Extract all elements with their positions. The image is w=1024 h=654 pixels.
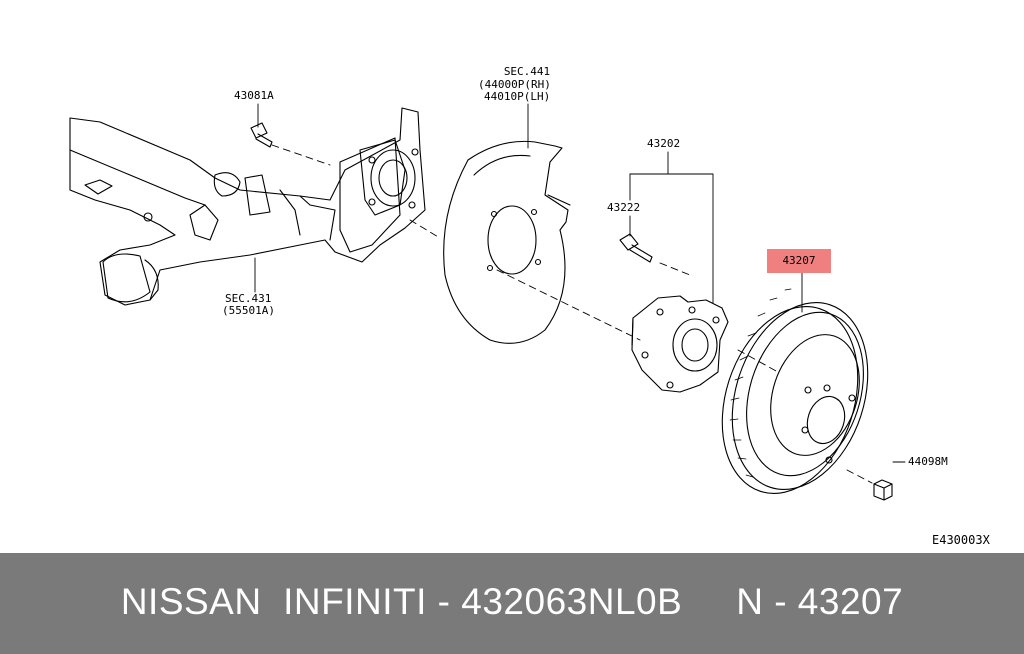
nut-44098m xyxy=(873,479,893,501)
brake-rotor-43207 xyxy=(721,288,869,494)
footer-part-numbers: NISSAN INFINITI - 432063NL0B N - 43207 xyxy=(120,581,904,622)
leader-lines xyxy=(254,103,906,463)
label-44098m: 44098M xyxy=(908,455,948,468)
label-43222: 43222 xyxy=(607,201,641,214)
label-sec431-sub: (55501A) xyxy=(222,304,275,317)
label-sec441-rh: (44000P(RH) xyxy=(478,78,551,91)
exploded-view-drawing xyxy=(69,103,906,501)
label-sec441-title: SEC.441 xyxy=(503,65,551,78)
bolt-43222 xyxy=(619,233,653,263)
parts-diagram: SEC.441 (44000P(RH) 44010P(LH) 43081A 43… xyxy=(69,65,990,547)
hub-bearing-43202 xyxy=(631,295,729,393)
label-sec441-lh: 44010P(LH) xyxy=(484,90,551,103)
diagram-code: E430003X xyxy=(932,533,990,547)
label-43081a: 43081A xyxy=(234,89,274,102)
suspension-subframe xyxy=(69,107,426,306)
highlighted-part-43207: 43207 xyxy=(767,249,831,273)
footer-banner: NISSAN INFINITI - 432063NL0B N - 43207 xyxy=(0,553,1024,654)
bolt-43081a xyxy=(250,122,273,148)
label-43202: 43202 xyxy=(647,137,681,150)
dust-shield xyxy=(443,140,571,344)
assembly-centerlines xyxy=(271,144,873,484)
label-sec431-title: SEC.431 xyxy=(225,292,272,305)
